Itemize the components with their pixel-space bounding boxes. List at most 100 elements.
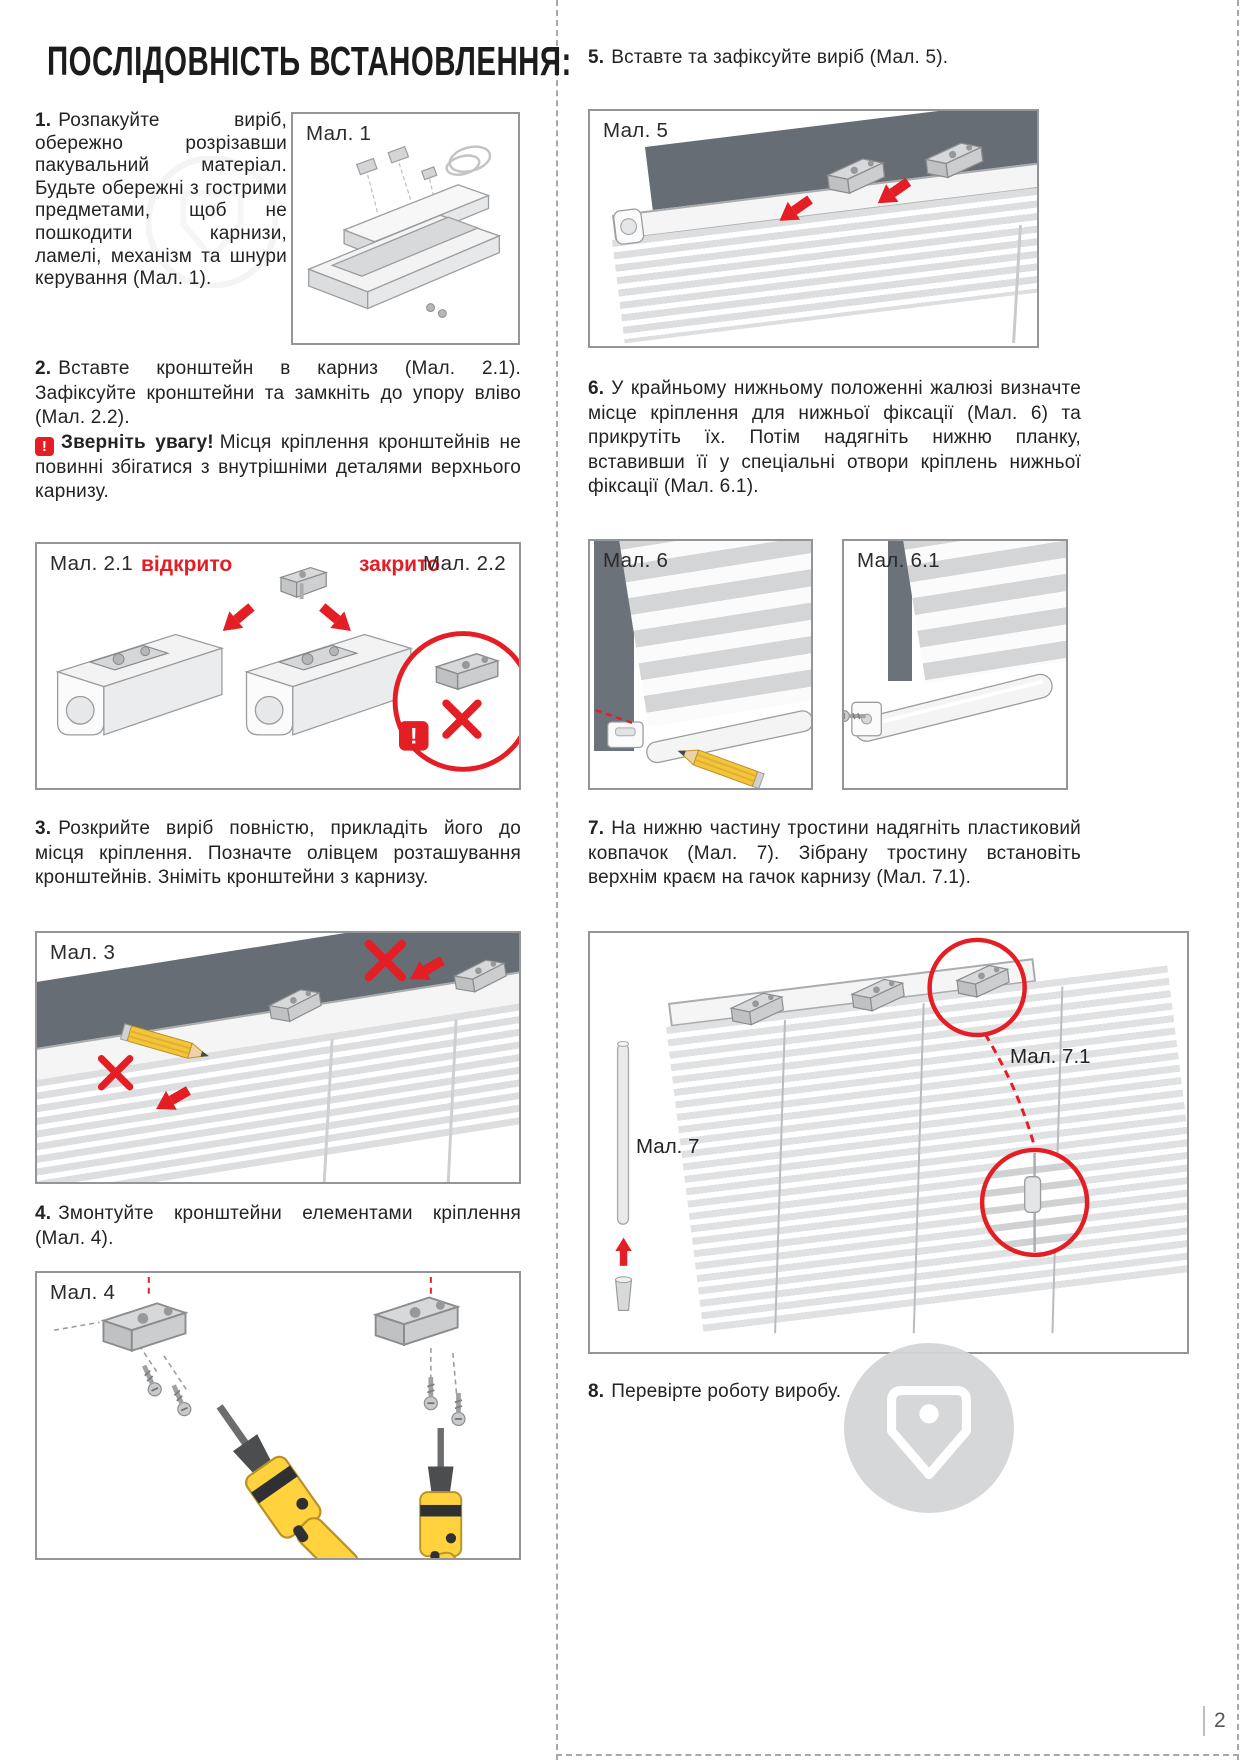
step-5-text: Вставте та зафіксуйте виріб (Мал. 5). <box>611 47 949 68</box>
step-1-number: 1. <box>35 110 52 131</box>
step-7-number: 7. <box>588 818 605 839</box>
figure-4-illustration <box>54 1276 519 1558</box>
red-arrow-icon <box>215 598 259 640</box>
step-8-number: 8. <box>588 1381 605 1402</box>
figure-4: Мал. 4 <box>35 1271 521 1560</box>
page-right-edge <box>1237 0 1239 1760</box>
figure-3-illustration <box>37 933 509 1182</box>
step-3-text: Розкрийте виріб повністю, прикладіть йог… <box>35 818 521 888</box>
step-1: 1.Розпакуйте виріб, обережно розрізавши … <box>35 110 287 291</box>
figure-6-1-label: Мал. 6.1 <box>857 549 940 572</box>
step-1-text: Розпакуйте виріб, обережно розрізавши па… <box>35 110 287 290</box>
figure-1: Мал. 1 <box>291 112 520 345</box>
figure-7-1-label: Мал. 7.1 <box>1010 1045 1091 1068</box>
warning-icon-glyph: ! <box>41 437 48 455</box>
step-4-number: 4. <box>35 1203 52 1224</box>
cornice-open-drawing <box>56 633 223 736</box>
step-5: 5. Вставте та зафіксуйте виріб (Мал. 5). <box>588 46 1088 71</box>
x-mark-icon <box>101 1059 129 1087</box>
bracket-icon <box>102 1302 187 1352</box>
red-arrow-icon <box>404 951 448 989</box>
cornice-closed-drawing <box>245 633 412 736</box>
figure-7-label: Мал. 7 <box>636 1135 700 1158</box>
tag-logo-icon <box>844 1343 1014 1513</box>
figure-1-illustration <box>306 145 502 318</box>
bracket-icon <box>267 986 324 1025</box>
warning-icon: ! <box>410 724 418 749</box>
open-label: відкрито <box>141 553 233 576</box>
step-6-number: 6. <box>588 378 605 399</box>
figure-6-illustration <box>595 709 811 788</box>
figure-6: Мал. 6 <box>588 539 813 790</box>
figure-7: Мал. 7 Мал. 7.1 <box>588 931 1189 1354</box>
x-mark-icon <box>369 944 402 977</box>
bottom-rail-drawing <box>854 673 1053 742</box>
step-2-number: 2. <box>35 358 52 379</box>
red-arrow-icon <box>315 598 358 640</box>
tag-logo-icon <box>145 155 279 289</box>
loose-brackets-drawing <box>355 145 438 181</box>
figure-6-1: Мал. 6.1 <box>842 539 1068 790</box>
pencil-icon <box>119 1022 213 1065</box>
wand-drawing <box>616 1040 630 1225</box>
magnifier-circle-top <box>927 937 1027 1038</box>
wand-cap-drawing <box>614 1276 633 1311</box>
page-bottom-edge <box>556 1754 1239 1756</box>
bracket-icon <box>452 956 509 996</box>
screw-icon <box>424 1377 437 1410</box>
screw-icon <box>168 1383 193 1418</box>
bottom-rail-drawing <box>646 710 811 764</box>
figure-5-label: Мал. 5 <box>603 119 669 142</box>
red-arrow-icon <box>150 1081 194 1119</box>
drill-icon <box>199 1389 367 1558</box>
figure-3-label: Мал. 3 <box>50 941 116 964</box>
step-4: 4.Змонтуйте кронштейни елементами кріпле… <box>35 1202 521 1251</box>
bracket-icon <box>850 976 907 1014</box>
magnifier-circle-bottom <box>979 1147 1090 1258</box>
figure-2: Мал. 2.1 відкрито закрито Мал. 2.2 ! <box>35 542 521 790</box>
bracket-icon <box>729 990 786 1028</box>
figure-3: Мал. 3 <box>35 931 521 1184</box>
step-2-text: Вставте кронштейн в карниз (Мал. 2.1). З… <box>35 358 521 428</box>
drill-icon <box>419 1427 466 1558</box>
fixation-bracket-drawing <box>851 701 882 737</box>
bracket-icon <box>825 155 887 197</box>
figure-6-1-illustration <box>844 673 1053 742</box>
red-arrow-icon <box>773 190 817 230</box>
up-arrow-icon <box>615 1237 632 1266</box>
step-3-number: 3. <box>35 818 52 839</box>
figure-2-2-label: Мал. 2.2 <box>423 552 506 575</box>
step-7: 7.На нижню частину тростини надягніть пл… <box>588 817 1081 891</box>
figure-1-label: Мал. 1 <box>306 122 372 145</box>
step-3: 3.Розкрийте виріб повністю, прикладіть й… <box>35 817 521 891</box>
figure-5-illustration <box>613 140 1022 344</box>
watermark-logo <box>843 1342 1015 1514</box>
bracket-icon <box>279 566 329 600</box>
page-number-divider <box>1203 1706 1205 1736</box>
watermark-logo-faint <box>145 155 279 289</box>
column-divider <box>556 0 558 1760</box>
page-number-block: 2 <box>1203 1706 1226 1736</box>
step-7-text: На нижню частину тростини надягніть плас… <box>588 818 1081 888</box>
screw-icon <box>452 1393 465 1426</box>
warning-icon: ! <box>35 436 54 456</box>
fixation-bracket-drawing <box>607 721 644 749</box>
figure-7-illustration <box>614 937 1090 1334</box>
page-title: ПОСЛІДОВНІСТЬ ВСТАНОВЛЕННЯ: <box>47 38 572 85</box>
figure-2-illustration: ! <box>56 566 519 772</box>
figure-6-label: Мал. 6 <box>603 549 669 572</box>
step-4-text: Змонтуйте кронштейни елементами кріпленн… <box>35 1203 521 1249</box>
step-8: 8. Перевірте роботу виробу. <box>588 1380 1081 1405</box>
prohibited-detail-circle: ! <box>392 631 519 772</box>
closed-label: закрито <box>359 553 440 576</box>
step-2-note-heading: Зверніть увагу! <box>61 431 214 453</box>
package-tray-drawing <box>306 214 502 310</box>
step-5-number: 5. <box>588 47 605 68</box>
figure-2-1-label: Мал. 2.1 <box>50 552 133 575</box>
bracket-icon <box>374 1296 459 1346</box>
control-cord-drawing <box>445 145 492 176</box>
step-8-text: Перевірте роботу виробу. <box>611 1381 842 1402</box>
figure-5: Мал. 5 <box>588 109 1039 348</box>
hook-bracket-icon <box>955 962 1012 1000</box>
